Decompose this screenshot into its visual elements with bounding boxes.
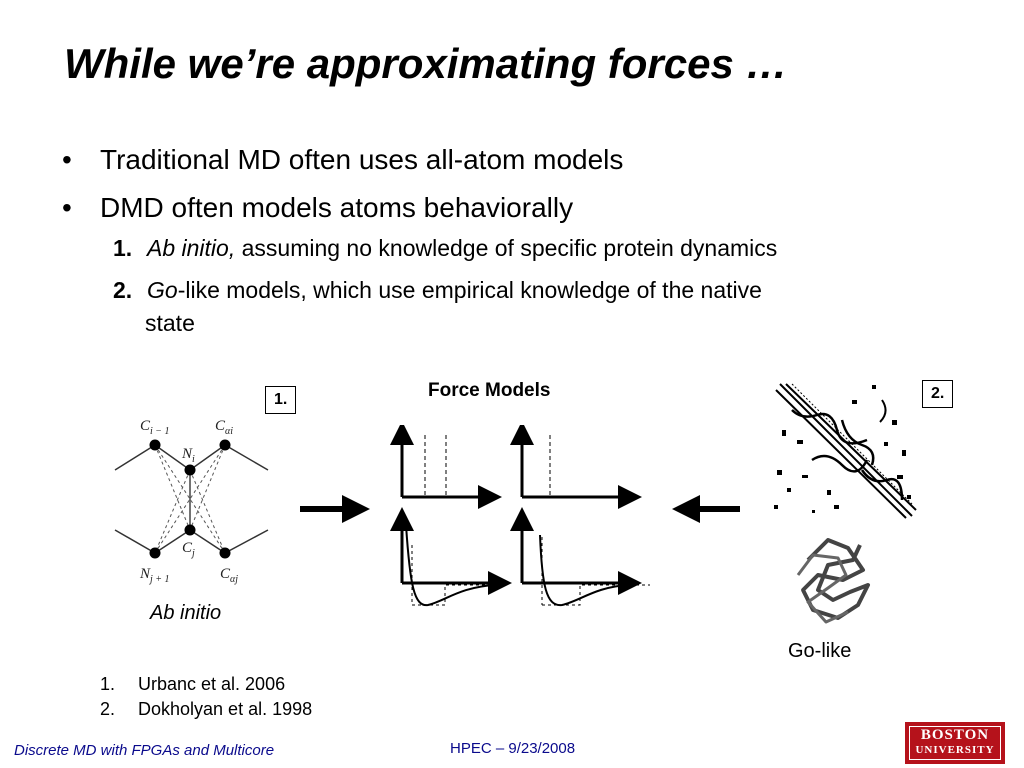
arrow-right-icon — [300, 495, 370, 523]
plot-potential-right — [510, 507, 650, 607]
force-models-title: Force Models — [428, 380, 551, 401]
slide-title: While we’re approximating forces … — [64, 40, 788, 87]
label-c-j: Cj — [182, 540, 195, 559]
boston-university-logo: BOSTON UNIVERSITY — [905, 722, 1005, 764]
atom-c-prev — [149, 439, 161, 451]
bullet-list: Traditional MD often uses all-atom model… — [62, 136, 623, 232]
protein-structure-image — [796, 538, 870, 624]
subitem-go-like: 2. Go-like models, which use empirical kn… — [113, 274, 953, 340]
subitem-ab-initio: 1. Ab initio, assuming no knowledge of sp… — [113, 232, 953, 265]
subitem-number: 2. — [113, 277, 133, 303]
logo-line-1: BOSTON — [920, 727, 990, 743]
footer-left-text: Discrete MD with FPGAs and Multicore — [14, 742, 275, 759]
footer-center-text: HPEC – 9/23/2008 — [450, 740, 576, 757]
go-like-caption: Go-like — [788, 640, 852, 662]
reference-item: 2.Dokholyan et al. 1998 — [100, 699, 313, 719]
subitem-continuation: state — [145, 310, 195, 336]
subitem-emphasis: Ab initio, — [147, 235, 236, 261]
atom-c-alpha-i — [219, 439, 231, 451]
plot-hard-sphere — [510, 425, 642, 509]
ab-initio-diagram: Ci − 1 Cαi Ni Cj Nj + 1 Cαj — [114, 418, 269, 585]
reference-item: 1.Urbanc et al. 2006 — [100, 674, 286, 694]
figure-label-2: 2. — [922, 380, 954, 408]
subitem-emphasis: Go — [147, 277, 178, 303]
plot-square-well — [390, 425, 502, 509]
contact-map-image — [774, 383, 917, 519]
bullet-item: Traditional MD often uses all-atom model… — [62, 136, 623, 184]
subitem-text: -like models, which use empirical knowle… — [177, 277, 762, 303]
label-c-alpha-j: Cαj — [220, 566, 238, 585]
subitem-text: assuming no knowledge of specific protei… — [235, 235, 778, 261]
label-n-i: Ni — [181, 446, 195, 465]
force-models-plots — [390, 425, 650, 607]
label-n-next: Nj + 1 — [139, 566, 170, 585]
arrow-left-icon — [672, 495, 740, 523]
reference-list: 1.Urbanc et al. 2006 2.Dokholyan et al. … — [100, 672, 312, 722]
atom-n-next — [149, 547, 161, 559]
label-c-alpha-i: Cαi — [215, 418, 233, 437]
atom-n-i — [184, 464, 196, 476]
plot-potential-left — [390, 507, 512, 607]
label-c-prev: Ci − 1 — [140, 418, 170, 437]
ab-initio-caption: Ab initio — [150, 602, 222, 624]
subitem-number: 1. — [113, 235, 133, 261]
logo-line-2: UNIVERSITY — [915, 744, 995, 756]
bullet-item: DMD often models atoms behaviorally — [62, 184, 623, 232]
atom-c-alpha-j — [219, 547, 231, 559]
atom-c-j — [184, 524, 196, 536]
figure-label-1: 1. — [265, 386, 297, 414]
